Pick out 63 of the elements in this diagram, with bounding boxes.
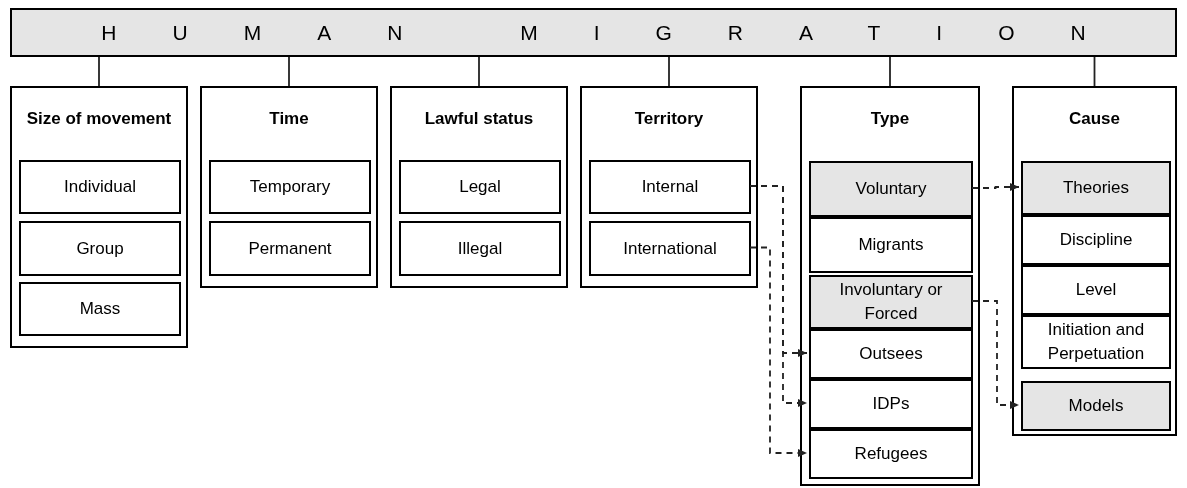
item-label: Illegal [457,237,503,260]
category-heading: Size of movement [26,108,172,130]
item-label: Involuntary or Forced [838,279,944,325]
item-box [19,160,181,214]
highlighted-item-box [809,161,973,217]
item-box [1021,315,1171,369]
item-label: IDPs [872,393,910,415]
connector-line [478,56,480,87]
dashed-arrow [971,300,1020,409]
category-panel [390,86,568,288]
item-box [589,221,751,276]
category-panel [10,86,188,348]
item-label: Legal [459,176,501,198]
item-label: Migrants [858,234,924,256]
item-box [809,429,973,479]
connector-line [668,56,670,87]
item-box [19,221,181,276]
title-bar [10,8,1177,57]
category-heading: Cause [1069,108,1120,130]
connector-line [98,56,100,87]
item-box [809,329,973,379]
item-label: Individual [64,176,136,198]
item-label: Initiation and Perpetuation [1046,319,1146,365]
connector-line [288,56,290,87]
item-label: International [623,237,717,260]
category-heading: Type [870,108,910,130]
highlighted-item-box [809,275,973,329]
highlighted-item-box [1021,161,1171,215]
connector-line [1093,56,1096,87]
item-label: Theories [1062,177,1130,199]
item-label: Permanent [248,237,332,260]
dashed-arrow [749,246,808,457]
connector-line [889,56,891,87]
item-box [1021,215,1171,265]
item-label: Group [76,237,124,260]
item-box [399,160,561,214]
item-box [399,221,561,276]
category-heading: Territory [634,108,704,130]
item-box [1021,265,1171,315]
category-panel [800,86,980,486]
item-label: Models [1068,395,1124,417]
item-label: Discipline [1059,229,1133,251]
category-panel [580,86,758,288]
title-text: HUMAN MIGRATION [100,19,1142,46]
category-panel [1012,86,1177,436]
category-heading: Time [269,108,309,130]
item-label: Voluntary [855,178,927,200]
item-label: Mass [79,298,121,320]
highlighted-item-box [1021,381,1171,431]
item-label: Internal [641,176,699,198]
item-box [809,217,973,273]
item-label: Outsees [859,343,923,365]
item-box [209,160,371,214]
item-box [19,282,181,336]
item-label: Temporary [249,176,331,198]
item-box [809,379,973,429]
category-heading: Lawful status [424,108,534,130]
item-box [589,160,751,214]
item-label: Level [1075,279,1117,301]
category-panel [200,86,378,288]
item-box [209,221,371,276]
item-label: Refugees [854,443,928,465]
dashed-arrow [971,183,1020,191]
